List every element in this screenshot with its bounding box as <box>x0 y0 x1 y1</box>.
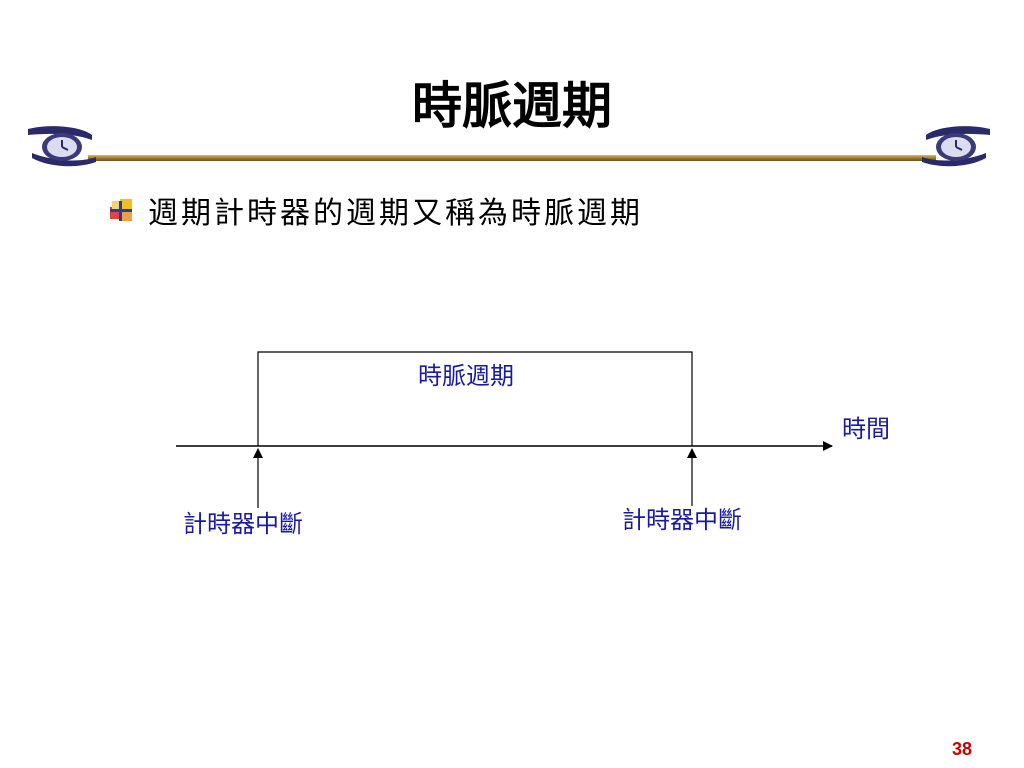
page-number: 38 <box>951 739 972 759</box>
title-rule <box>28 126 990 167</box>
gold-divider <box>88 155 936 161</box>
bullet-square-icon <box>110 199 132 221</box>
axis-label: 時間 <box>842 415 890 443</box>
clock-ornament-icon <box>28 126 96 167</box>
bullet-item: 週期計時器的週期又稱為時脈週期 <box>108 190 643 231</box>
pulse-label: 時脈週期 <box>418 362 514 390</box>
slide-title: 時脈週期 <box>412 76 612 135</box>
clock-ornament-icon <box>922 126 990 167</box>
clock-pulse <box>257 351 693 446</box>
interrupt-right-label: 計時器中斷 <box>622 506 742 534</box>
bullet-text: 週期計時器的週期又稱為時脈週期 <box>148 196 643 231</box>
interrupt-left-label: 計時器中斷 <box>183 510 303 538</box>
